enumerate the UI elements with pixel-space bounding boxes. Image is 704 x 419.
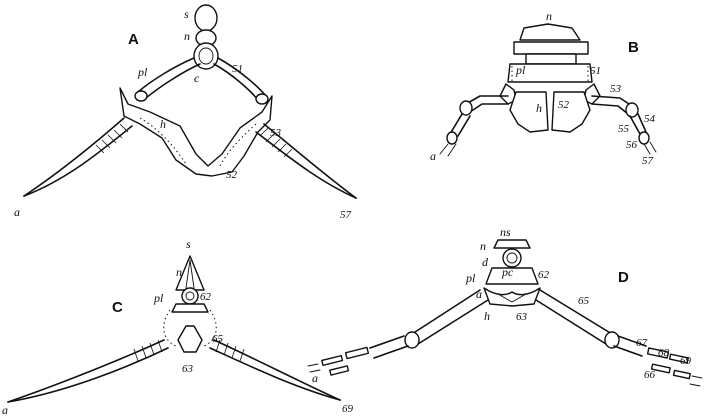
panel-c-neural-canal	[182, 288, 198, 304]
panel-a-label-n: n	[184, 29, 190, 43]
panel-b-hypapophysis-right	[552, 92, 590, 132]
panel-a-label-a: a	[14, 205, 20, 219]
panel-b-letter: B	[628, 39, 639, 56]
panel-d-label-a: a	[476, 287, 482, 301]
panel-a-spine-element	[195, 5, 217, 31]
panel-d-label-68: 68	[658, 347, 670, 359]
panel-c-rib-left	[8, 340, 164, 402]
panel-b-hypapophysis-left	[510, 92, 548, 132]
panel-a-label-pl: pl	[137, 65, 148, 79]
panel-c-label-65: 65	[212, 333, 224, 345]
panel-d-label-n: n	[480, 239, 486, 253]
panel-c-rib-right	[214, 340, 340, 400]
panel-c-label-a: a	[2, 403, 8, 417]
panel-d-label-h: h	[484, 309, 490, 323]
panel-d-label-65: 65	[578, 295, 590, 307]
panel-a-label-s: s	[184, 7, 189, 21]
panel-c: C s n pl 62 65 63 a 69	[2, 237, 354, 417]
panel-c-label-pl: pl	[153, 291, 164, 305]
panel-d-label-ns: ns	[500, 225, 511, 239]
panel-d-label-67: 67	[636, 337, 648, 349]
panel-d-label-pc: pc	[501, 265, 514, 279]
panel-b-label-52: 52	[558, 99, 570, 111]
panel-c-letter: C	[112, 299, 123, 316]
panel-a-letter: A	[128, 31, 139, 48]
panel-d-label-63: 63	[516, 311, 528, 323]
panel-b-label-53: 53	[610, 83, 622, 95]
panel-c-label-69: 69	[342, 403, 354, 415]
panel-b-label-51: 51	[590, 65, 601, 77]
panel-d-label-66: 66	[644, 369, 656, 381]
panel-d: D ns n d pc pl 62 a h 63 65 67 68 69 66 …	[308, 225, 702, 386]
panel-b-label-h: h	[536, 101, 542, 115]
panel-c-label-s: s	[186, 237, 191, 251]
panel-a-label-51: 51	[232, 63, 243, 75]
panel-d-label-a-distal: a	[312, 371, 318, 385]
panel-b-neural-spine	[520, 24, 580, 40]
panel-d-hypapophysis	[484, 288, 540, 306]
panel-b-label-a: a	[430, 149, 436, 163]
panel-d-label-69: 69	[680, 355, 692, 367]
panel-a-rib-left	[24, 118, 124, 196]
panel-a-label-57: 57	[340, 209, 352, 221]
panel-c-label-62: 62	[200, 291, 212, 303]
panel-d-label-pl: pl	[465, 271, 476, 285]
panel-d-neural-spine	[494, 240, 530, 248]
panel-a-label-c: c	[194, 71, 200, 85]
panel-c-label-63: 63	[182, 363, 194, 375]
panel-b: B n pl 51 53 h 52 54 55 56 57 a	[430, 9, 656, 167]
panel-d-limb-right	[536, 290, 612, 344]
panel-b-label-55: 55	[618, 123, 630, 135]
panel-a-label-52: 52	[226, 169, 238, 181]
panel-b-label-54: 54	[644, 113, 656, 125]
panel-a-label-53: 53	[270, 127, 282, 139]
panel-b-label-57: 57	[642, 155, 654, 167]
panel-a-label-h: h	[160, 117, 166, 131]
panel-b-label-pl: pl	[515, 63, 526, 77]
panel-d-label-62: 62	[538, 269, 550, 281]
panel-b-label-56: 56	[626, 139, 638, 151]
panel-b-label-n: n	[546, 9, 552, 23]
panel-c-label-n: n	[176, 265, 182, 279]
panel-c-hypapophysis	[178, 326, 202, 352]
panel-d-letter: D	[618, 269, 629, 286]
panel-a: A s n c pl 51 h 53 52 a 57	[14, 5, 356, 221]
panel-d-label-d: d	[482, 255, 489, 269]
